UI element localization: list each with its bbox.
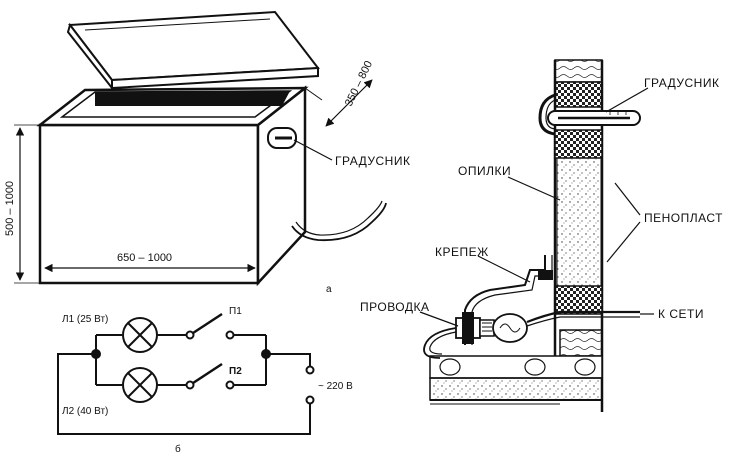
- foam-label: ПЕНОПЛАСТ: [644, 211, 723, 225]
- fastener-label: КРЕПЕЖ: [435, 245, 489, 259]
- mains-terminal-bottom: [305, 395, 315, 405]
- schematic-wire-bottom: [57, 353, 311, 435]
- incubator-box: ГРАДУСНИК 350 – 800 500 – 1000 650 – 100…: [4, 10, 410, 295]
- figure-b-caption: б: [175, 443, 181, 455]
- section-labels: ГРАДУСНИК ОПИЛКИ ПЕНОПЛАСТ КРЕПЕЖ ПРОВОД…: [360, 76, 723, 321]
- incubator-lid: [66, 10, 320, 91]
- mains-terminal-top: [305, 365, 315, 375]
- thermometer-c-label: ГРАДУСНИК: [644, 76, 719, 90]
- floor-sawdust: [429, 377, 603, 401]
- lower-foam-block: [554, 285, 603, 315]
- top-wood-block: [554, 59, 603, 83]
- sawdust-label: ОПИЛКИ: [458, 164, 511, 178]
- switch2-icon: [185, 362, 235, 390]
- switch1-label: П1: [229, 306, 242, 317]
- schematic-labels: Л1 (25 Вт) Л2 (40 Вт) П1 П2 ~ 220 В б: [62, 306, 353, 455]
- socket-wire: [423, 327, 457, 359]
- switch2-label: П2: [229, 366, 242, 377]
- lamp2-label: Л2 (40 Вт): [62, 406, 108, 417]
- schematic-wire-right: [266, 353, 311, 367]
- lamp-bulb-icon: [492, 313, 528, 343]
- wiring-label: ПРОВОДКА: [360, 300, 430, 314]
- lamp1-label: Л1 (25 Вт): [62, 314, 108, 325]
- figure-a-caption: а: [326, 284, 332, 295]
- to-mains-label: К СЕТИ: [658, 307, 704, 321]
- incubator-body: [36, 85, 309, 287]
- mains-voltage-label: ~ 220 В: [318, 381, 353, 392]
- wall-cross-section: [419, 59, 654, 412]
- power-cable-a: [291, 202, 387, 242]
- thermometer-a-icon: [267, 127, 297, 149]
- switch1-icon: [185, 312, 235, 340]
- floor-upper-board: [429, 355, 603, 379]
- thermometer-c-icon: [547, 110, 641, 126]
- top-foam-block: [554, 81, 603, 108]
- lamp2-icon: [122, 367, 158, 403]
- width-dimension-label: 650 – 1000: [117, 252, 172, 264]
- sawdust-fill: [556, 157, 602, 287]
- lamp-socket-icon: [455, 312, 495, 344]
- height-dimension-label: 500 – 1000: [4, 181, 16, 236]
- depth-dimension-label: 350 – 800: [343, 59, 375, 108]
- lamp1-icon: [122, 317, 158, 353]
- mains-wire: [526, 310, 640, 324]
- thermometer-a-label: ГРАДУСНИК: [335, 154, 410, 168]
- wiring-schematic: [57, 312, 315, 435]
- depth-dimension-line: [325, 79, 373, 127]
